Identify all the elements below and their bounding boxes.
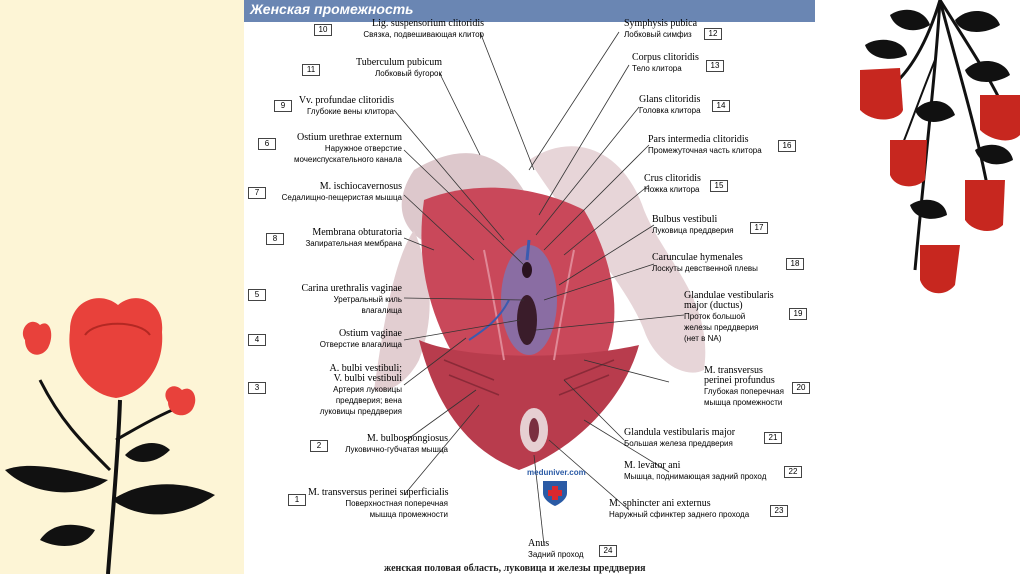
label-membrana-obturatoria: Membrana obturatoria Запирательная мембр… xyxy=(286,228,402,249)
label-bulbus-vestibuli: Bulbus vestibuli Луковица преддверия xyxy=(652,215,752,236)
label-number: 9 xyxy=(274,100,292,112)
label-number: 1 xyxy=(288,494,306,506)
hanging-berries-illustration xyxy=(815,0,1024,574)
label-m-bulbospongiosus: M. bulbospongiosus Луковично-губчатая мы… xyxy=(330,434,448,455)
label-lig-suspensorium: Lig. suspensorium clitoridis Связка, под… xyxy=(334,19,484,40)
label-number: 22 xyxy=(784,466,802,478)
label-crus-clitoridis: Crus clitoridis Ножка клитора xyxy=(644,174,744,195)
rose-flower-illustration xyxy=(0,0,244,574)
label-m-transversus-superficialis: M. transversus perinei superficialis Пов… xyxy=(308,488,448,520)
watermark-text: meduniver.com xyxy=(527,468,586,477)
left-decor-panel xyxy=(0,0,244,574)
anatomy-plate: Женская промежность xyxy=(244,0,815,574)
label-number: 23 xyxy=(770,505,788,517)
label-number: 14 xyxy=(712,100,730,112)
label-number: 24 xyxy=(599,545,617,557)
label-number: 10 xyxy=(314,24,332,36)
right-decor-panel xyxy=(815,0,1024,574)
label-m-levator-ani: M. levator ani Мышца, поднимающая задний… xyxy=(624,461,784,482)
label-number: 12 xyxy=(704,28,722,40)
label-number: 3 xyxy=(248,382,266,394)
label-glandula-vestibularis-major: Glandula vestibularis major Большая желе… xyxy=(624,428,774,449)
label-number: 4 xyxy=(248,334,266,346)
label-pars-intermedia: Pars intermedia clitoridis Промежуточная… xyxy=(648,135,788,156)
label-number: 2 xyxy=(310,440,328,452)
label-number: 17 xyxy=(750,222,768,234)
label-m-ischiocavernosus: M. ischiocavernosus Седалищно-пещеристая… xyxy=(268,182,402,203)
label-number: 5 xyxy=(248,289,266,301)
label-carina-urethralis: Carina urethralis vaginae Уретральный ки… xyxy=(268,284,402,316)
label-m-transversus-profundus: M. transversus perinei profundus Глубока… xyxy=(704,366,804,408)
label-anus: Anus Задний проход xyxy=(528,539,608,560)
label-tuberculum-pubicum: Tuberculum pubicum Лобковый бугорок xyxy=(322,58,442,79)
label-number: 6 xyxy=(258,138,276,150)
label-ostium-vaginae: Ostium vaginae Отверстие влагалища xyxy=(268,329,402,350)
label-carunculae-hymenales: Carunculae hymenales Лоскуты девственной… xyxy=(652,253,782,274)
label-number: 13 xyxy=(706,60,724,72)
label-a-bulbi-vestibuli: A. bulbi vestibuli; V. bulbi vestibuli А… xyxy=(268,364,402,417)
label-glandulae-vestibularis-ductus: Glandulae vestibularis major (ductus) Пр… xyxy=(684,291,784,344)
label-number: 19 xyxy=(789,308,807,320)
shield-logo-icon xyxy=(540,478,570,508)
label-number: 21 xyxy=(764,432,782,444)
figure-caption: женская половая область, луковица и желе… xyxy=(384,563,646,574)
label-number: 16 xyxy=(778,140,796,152)
label-m-sphincter-ani: M. sphincter ani externus Наружный сфинк… xyxy=(609,499,779,520)
label-number: 15 xyxy=(710,180,728,192)
label-number: 20 xyxy=(792,382,810,394)
label-vv-profundae: Vv. profundae clitoridis Глубокие вены к… xyxy=(294,96,394,117)
label-number: 18 xyxy=(786,258,804,270)
label-number: 7 xyxy=(248,187,266,199)
label-ostium-urethrae: Ostium urethrae externum Наружное отверс… xyxy=(278,133,402,165)
label-number: 11 xyxy=(302,64,320,76)
label-number: 8 xyxy=(266,233,284,245)
